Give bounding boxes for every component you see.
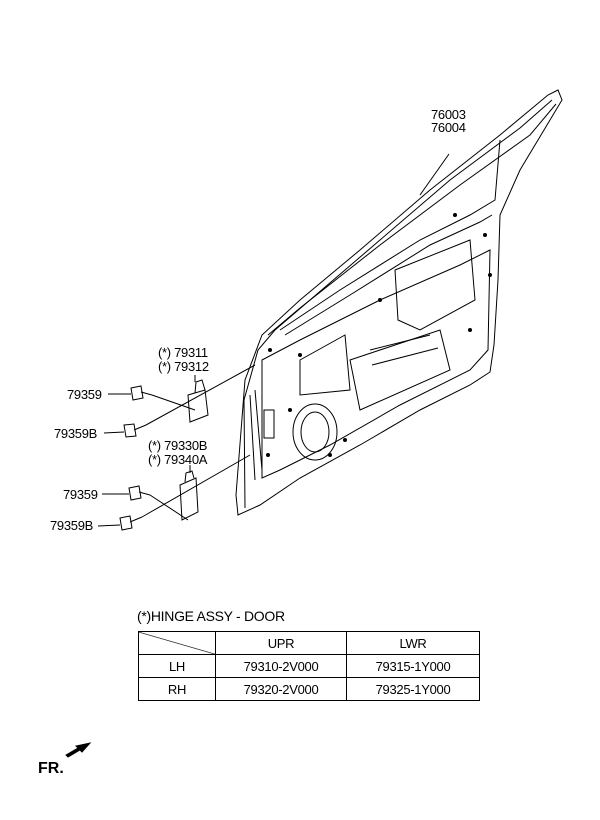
bolts [119, 385, 153, 531]
upper-hinge [187, 379, 209, 423]
callout-door-1: 76003 [431, 107, 466, 122]
fr-arrow-icon [65, 742, 92, 758]
row-side: RH [138, 677, 216, 701]
callout-upper-hinge-1: (*) 79311 [158, 345, 208, 360]
callout-lower-hinge-1: (*) 79330B [148, 438, 208, 453]
lwr-part-number: 79325-1Y000 [346, 677, 480, 701]
table-row: RH 79320-2V000 79325-1Y000 [138, 677, 480, 701]
row-side: LH [138, 654, 216, 678]
callout-lower-hinge-2: (*) 79340A [148, 452, 208, 467]
upr-part-number: 79310-2V000 [215, 654, 347, 678]
legend-title: (*)HINGE ASSY - DOOR [137, 608, 285, 624]
callout-upper-bolt: 79359 [67, 387, 102, 402]
speaker-opening [292, 403, 338, 461]
lower-hinge [179, 470, 199, 521]
door-outline [235, 89, 563, 516]
hinge-part-table: UPR LWR LH 79310-2V000 79315-1Y000 RH 79… [138, 631, 480, 701]
callout-lower-bolt: 79359 [63, 487, 98, 502]
callout-upper-bolt-b: 79359B [54, 426, 98, 441]
callout-upper-hinge-2: (*) 79312 [158, 359, 209, 374]
table-header-row: UPR LWR [138, 631, 480, 655]
callout-door-2: 76004 [431, 120, 466, 135]
lwr-part-number: 79315-1Y000 [346, 654, 480, 678]
front-direction-label: FR. [38, 760, 64, 777]
column-header-lwr: LWR [346, 631, 480, 655]
table-row: LH 79310-2V000 79315-1Y000 [138, 654, 480, 678]
callout-lower-bolt-b: 79359B [50, 518, 94, 533]
upr-part-number: 79320-2V000 [215, 677, 347, 701]
corner-cell [138, 631, 216, 655]
column-header-upr: UPR [215, 631, 347, 655]
